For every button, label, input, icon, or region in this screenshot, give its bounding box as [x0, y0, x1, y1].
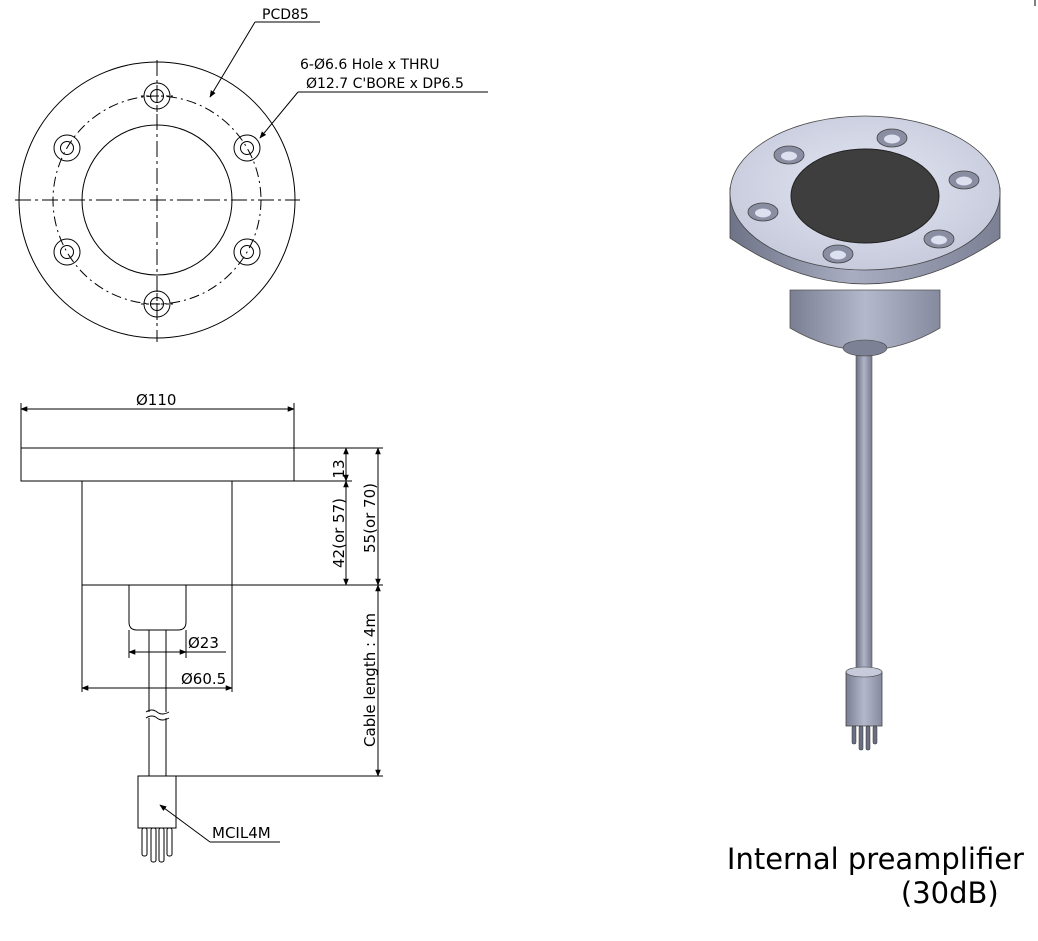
connector-pin	[141, 827, 148, 857]
connector-body	[137, 775, 177, 829]
flange-thickness-label: 13	[330, 459, 348, 478]
render-pin	[872, 725, 878, 745]
side-view	[20, 403, 383, 863]
connector-pin	[158, 827, 165, 863]
connector-pin	[166, 827, 173, 857]
caption: Internal preamplifier (30dB)	[727, 842, 1024, 910]
hole-spec-line2: Ø12.7 C'BORE x DP6.5	[306, 76, 464, 92]
hole-leader	[259, 91, 299, 139]
stem-side	[128, 585, 187, 631]
connector-label: MCIL4M	[212, 824, 271, 842]
bolt-hole	[141, 80, 173, 112]
bolt-hole	[53, 134, 81, 162]
render-pin	[865, 725, 871, 751]
cable-break-bottom	[145, 715, 170, 721]
flange-side	[20, 447, 295, 482]
hole-spec-line1: 6-Ø6.6 Hole x THRU	[300, 57, 440, 73]
body-side	[81, 480, 233, 586]
connector-leader	[159, 804, 211, 843]
total-height-label: 55(or 70)	[361, 483, 379, 553]
connector-pin	[150, 827, 157, 863]
stem-dia-label: Ø23	[188, 634, 219, 652]
render-cable	[855, 349, 873, 673]
bolt-hole	[53, 238, 81, 266]
render-connector	[845, 671, 883, 727]
top-view	[15, 21, 488, 342]
bolt-hole	[141, 288, 173, 320]
body-height-label: 42(or 57)	[330, 498, 348, 568]
body-dia-label: Ø60.5	[181, 670, 226, 688]
render-sensor-face	[790, 148, 940, 244]
pcd-leader	[209, 21, 256, 98]
cable-break-top	[145, 709, 170, 715]
caption-line2: (30dB)	[900, 876, 999, 910]
bolt-hole	[233, 134, 261, 162]
cable-length-label: Cable length : 4m	[361, 613, 379, 747]
bolt-hole	[233, 238, 261, 266]
render-pin	[851, 725, 857, 745]
render-pin	[858, 725, 864, 751]
flange-dia-label: Ø110	[136, 391, 176, 409]
pcd-label: PCD85	[262, 7, 309, 23]
preamp-3d-render	[729, 115, 1001, 751]
caption-line1: Internal preamplifier	[726, 842, 1024, 876]
